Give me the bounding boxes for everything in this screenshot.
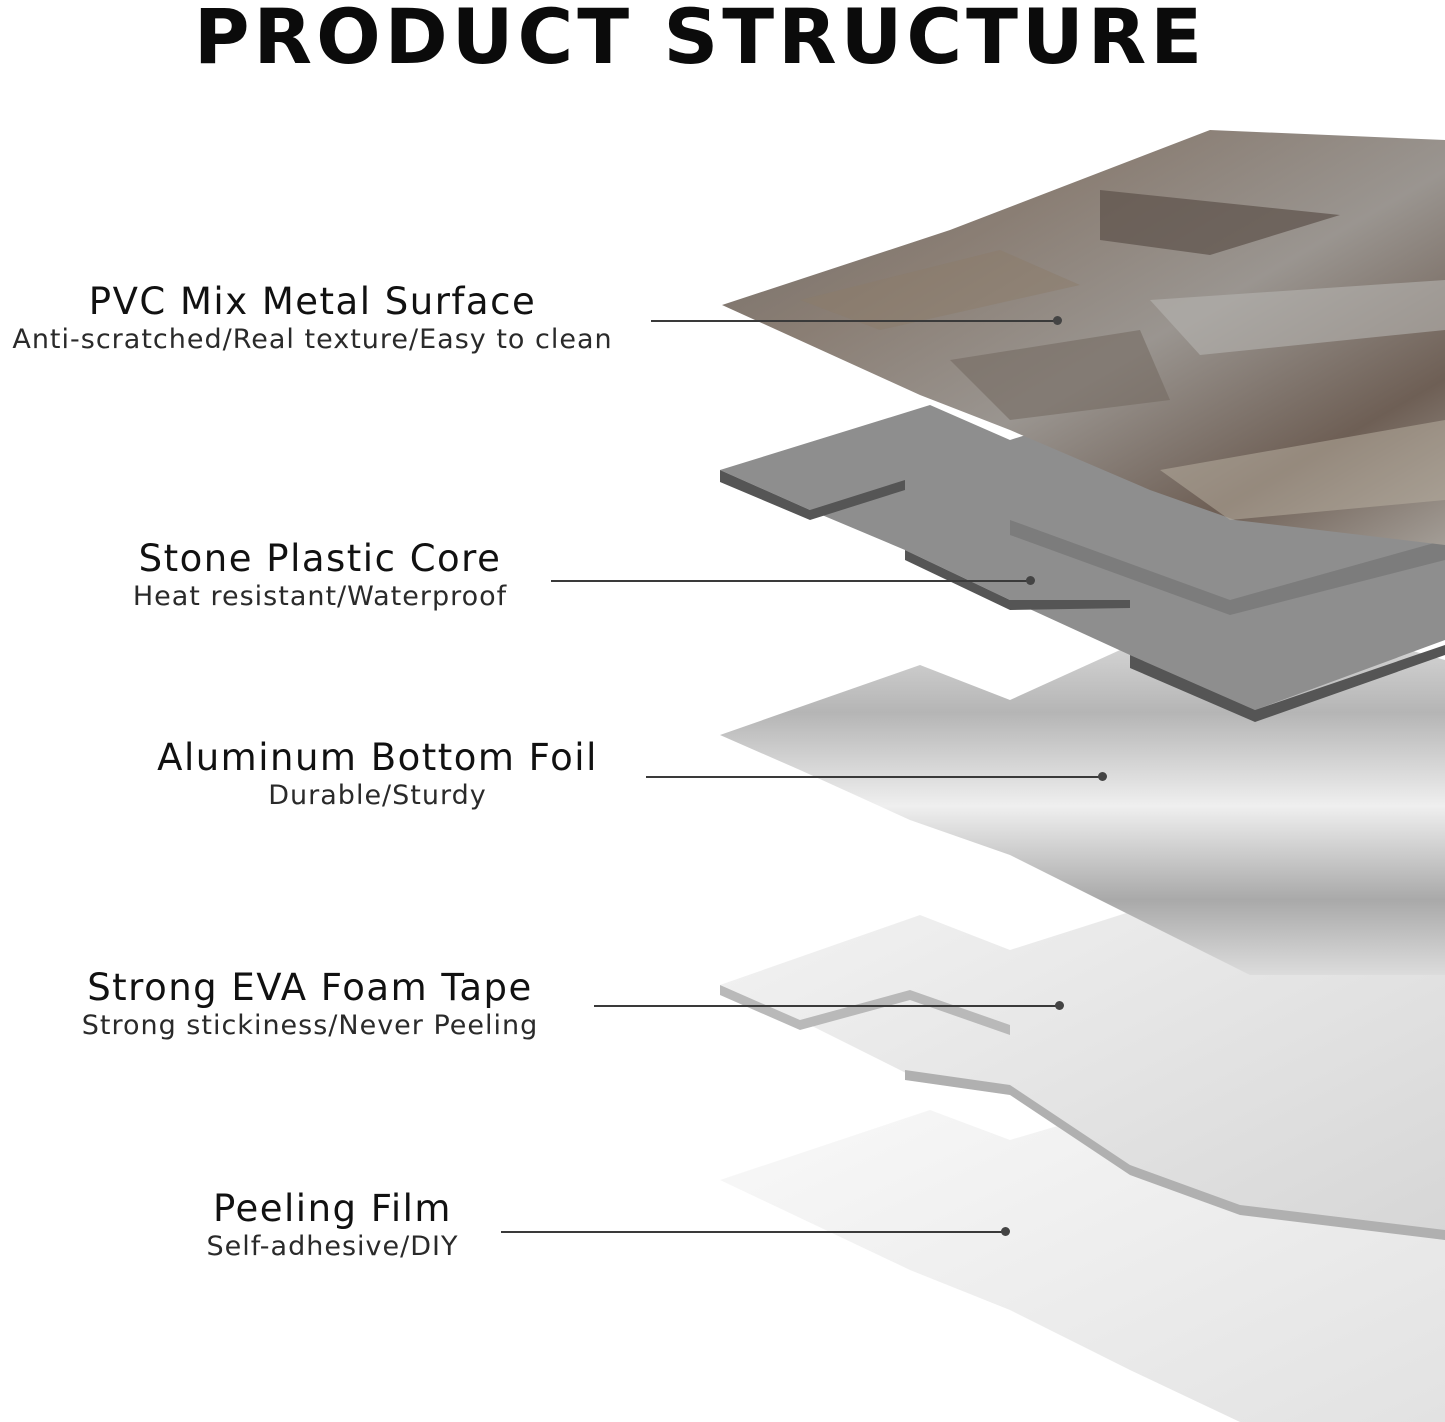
- layer-description: Anti-scratched/Real texture/Easy to clea…: [12, 324, 613, 355]
- layer-description: Durable/Sturdy: [268, 780, 487, 811]
- layer-label-aluminum-foil: Aluminum Bottom Foil Durable/Sturdy: [145, 736, 610, 812]
- pvc-surface-layer: [722, 130, 1445, 545]
- layer-name: PVC Mix Metal Surface: [88, 280, 537, 323]
- layer-label-peeling-film: Peeling Film Self-adhesive/DIY: [180, 1187, 485, 1263]
- layer-description: Strong stickiness/Never Peeling: [81, 1010, 539, 1041]
- layer-label-foam-tape: Strong EVA Foam Tape Strong stickiness/N…: [65, 966, 555, 1042]
- leader-dot: [1001, 1227, 1010, 1236]
- layer-description: Self-adhesive/DIY: [206, 1231, 459, 1262]
- leader-dot: [1055, 1001, 1064, 1010]
- layer-description: Heat resistant/Waterproof: [132, 581, 508, 612]
- leader-line: [651, 320, 1056, 322]
- layer-name: Strong EVA Foam Tape: [87, 966, 533, 1009]
- leader-line: [646, 776, 1101, 778]
- layer-name: Stone Plastic Core: [138, 537, 502, 580]
- leader-dot: [1053, 316, 1062, 325]
- layer-label-stone-core: Stone Plastic Core Heat resistant/Waterp…: [110, 537, 530, 613]
- layer-name: Peeling Film: [213, 1187, 452, 1230]
- layer-name: Aluminum Bottom Foil: [157, 736, 598, 779]
- layer-label-pvc-surface: PVC Mix Metal Surface Anti-scratched/Rea…: [0, 280, 625, 356]
- leader-line: [501, 1231, 1004, 1233]
- leader-dot: [1098, 772, 1107, 781]
- page-title: PRODUCT STRUCTURE: [193, 0, 1207, 81]
- leader-line: [594, 1005, 1058, 1007]
- leader-line: [551, 580, 1029, 582]
- leader-dot: [1026, 576, 1035, 585]
